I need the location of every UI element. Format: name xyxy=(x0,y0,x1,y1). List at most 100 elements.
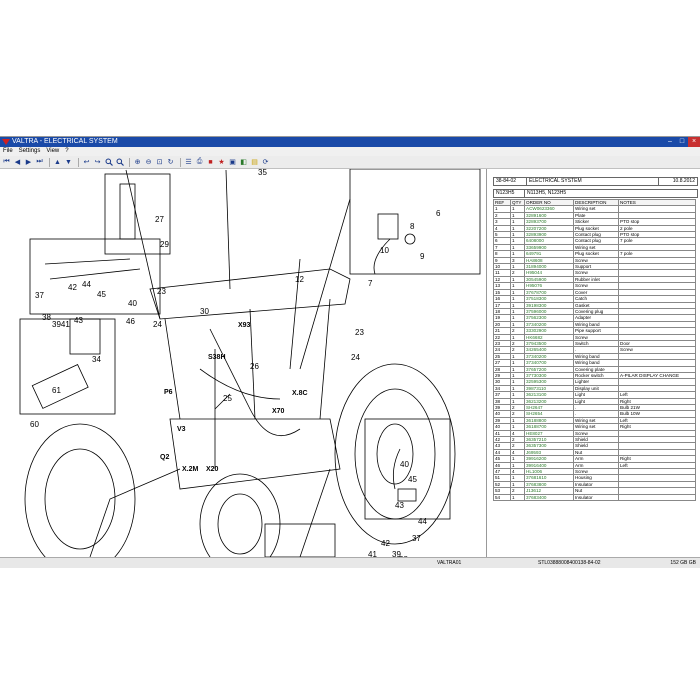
search-icon[interactable] xyxy=(104,158,113,167)
callout-45[interactable]: 45 xyxy=(97,290,106,299)
callout-35[interactable]: 35 xyxy=(258,169,267,177)
callout-23b[interactable]: 23 xyxy=(355,328,364,337)
callout-26[interactable]: 26 xyxy=(250,362,259,371)
callout-46[interactable]: 46 xyxy=(126,317,135,326)
callout-42b[interactable]: 42 xyxy=(381,539,390,548)
callout-30[interactable]: 30 xyxy=(200,307,209,316)
connector-x2m[interactable]: X.2M xyxy=(182,466,199,473)
menu-view[interactable]: View xyxy=(46,148,60,154)
callout-12[interactable]: 12 xyxy=(295,275,304,284)
cart-icon[interactable]: ◧ xyxy=(240,159,247,166)
close-icon[interactable]: × xyxy=(688,137,700,147)
callout-45b[interactable]: 45 xyxy=(408,475,417,484)
zoom-out-icon[interactable]: ⊖ xyxy=(145,159,152,166)
callout-23[interactable]: 23 xyxy=(157,287,166,296)
fit-icon[interactable]: ⊡ xyxy=(156,159,163,166)
callout-24b[interactable]: 24 xyxy=(351,353,360,362)
connector-v3[interactable]: V3 xyxy=(177,426,186,433)
note-icon[interactable]: ▤ xyxy=(251,159,258,166)
cell-qty: 1 xyxy=(510,493,525,502)
connector-x20[interactable]: X20 xyxy=(206,466,219,473)
cell-order-no[interactable]: 37683400 xyxy=(524,493,574,502)
window-title: VALTRA - ELECTRICAL SYSTEM xyxy=(12,138,118,145)
connector-x93[interactable]: X93 xyxy=(238,322,251,329)
callout-40[interactable]: 40 xyxy=(128,299,137,308)
connector-p6[interactable]: P6 xyxy=(164,389,173,396)
forward-icon[interactable]: ↪ xyxy=(94,159,101,166)
callout-24[interactable]: 24 xyxy=(153,320,162,329)
menu-settings[interactable]: Settings xyxy=(18,148,41,154)
connector-s38h[interactable]: S38H xyxy=(208,354,226,361)
parts-drawing[interactable]: 27 29 23 24 30 12 8 6 10 9 7 37 42 44 45… xyxy=(0,169,487,557)
callout-38b[interactable]: 38 xyxy=(399,555,408,557)
last-page-icon[interactable]: ⏭ xyxy=(36,158,43,165)
maximize-icon[interactable]: □ xyxy=(679,138,685,145)
down-icon[interactable]: ▼ xyxy=(65,158,72,166)
callout-39b[interactable]: 39 xyxy=(392,550,401,557)
zoom-in-icon[interactable]: ⊕ xyxy=(134,159,141,166)
callout-61[interactable]: 61 xyxy=(52,386,61,395)
callout-42[interactable]: 42 xyxy=(68,283,77,292)
find-icon[interactable] xyxy=(115,158,124,167)
connector-x8c[interactable]: X.8C xyxy=(292,390,308,397)
callout-41b[interactable]: 41 xyxy=(368,550,377,557)
callout-37b[interactable]: 37 xyxy=(412,534,421,543)
callout-43[interactable]: 43 xyxy=(74,316,83,325)
connector-q2[interactable]: Q2 xyxy=(160,454,169,461)
list-icon[interactable]: ☰ xyxy=(185,159,192,166)
sync-icon[interactable]: ⟳ xyxy=(262,159,269,166)
callout-44b[interactable]: 44 xyxy=(418,517,427,526)
next-page-icon[interactable]: ▶ xyxy=(25,159,32,166)
minimize-icon[interactable]: – xyxy=(668,138,672,145)
callout-8[interactable]: 8 xyxy=(410,222,415,231)
callout-37[interactable]: 37 xyxy=(35,291,44,300)
callout-44[interactable]: 44 xyxy=(82,280,91,289)
menu-help[interactable]: ? xyxy=(65,148,69,154)
stop-icon[interactable]: ■ xyxy=(208,158,213,166)
first-page-icon[interactable]: ⏮ xyxy=(3,158,10,165)
callout-39[interactable]: 3941 xyxy=(52,320,70,329)
callout-9[interactable]: 9 xyxy=(420,252,425,261)
tractor-diagram: 27 29 23 24 30 12 8 6 10 9 7 37 42 44 45… xyxy=(19,169,481,557)
callout-27[interactable]: 27 xyxy=(155,215,164,224)
print-icon[interactable]: ⎙ xyxy=(196,158,203,165)
menu-file[interactable]: File xyxy=(3,148,13,154)
up-icon[interactable]: ▲ xyxy=(54,158,61,166)
bookmark-icon[interactable]: ★ xyxy=(218,159,225,166)
callout-60[interactable]: 60 xyxy=(30,420,39,429)
refresh-icon[interactable]: ↻ xyxy=(167,159,174,166)
callout-43b[interactable]: 43 xyxy=(395,501,404,510)
image-icon[interactable]: ▣ xyxy=(229,159,236,166)
callout-38[interactable]: 38 xyxy=(42,313,51,322)
callout-10[interactable]: 10 xyxy=(380,246,389,255)
connector-x70[interactable]: X70 xyxy=(272,408,285,415)
prev-page-icon[interactable]: ◀ xyxy=(14,159,21,166)
back-icon[interactable]: ↩ xyxy=(83,159,90,166)
model-variant[interactable]: N123H5 N113H5, N123H5 xyxy=(493,189,698,198)
callout-6[interactable]: 6 xyxy=(436,209,441,218)
callout-29[interactable]: 29 xyxy=(160,240,169,249)
callout-34[interactable]: 34 xyxy=(92,355,101,364)
callout-40b[interactable]: 40 xyxy=(400,460,409,469)
callout-25[interactable]: 25 xyxy=(223,394,232,403)
menu-bar: File Settings View ? xyxy=(0,147,700,156)
callout-7[interactable]: 7 xyxy=(368,279,373,288)
